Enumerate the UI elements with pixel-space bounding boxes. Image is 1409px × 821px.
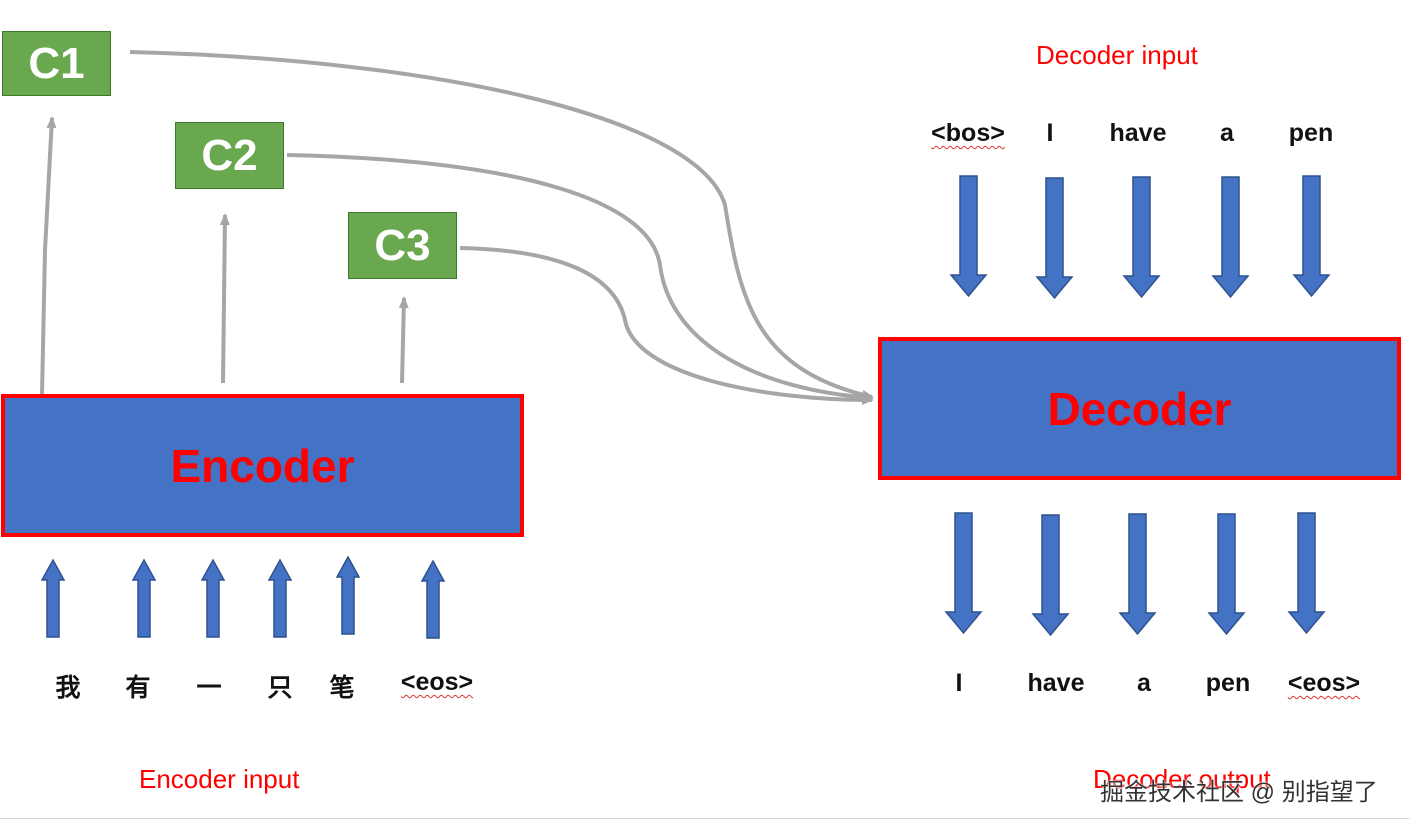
decoder-block: Decoder xyxy=(878,337,1401,480)
bottom-divider xyxy=(0,818,1409,819)
decoder-output-arrow-3 xyxy=(1118,513,1157,636)
decoder-output-token: have xyxy=(1027,669,1085,697)
encoder-input-token: 只 xyxy=(267,674,293,702)
decoder-output-caption: Decoder output xyxy=(1093,764,1271,794)
decoder-input-arrow-3 xyxy=(1122,176,1161,299)
encoder-input-token: 有 xyxy=(125,674,151,702)
encoder-block: Encoder xyxy=(1,394,524,537)
decoder-input-caption: Decoder input xyxy=(1036,40,1198,70)
decoder-input-token: I xyxy=(1046,119,1054,147)
decoder-input-arrow-2 xyxy=(1035,177,1074,300)
decoder-output-token: <eos> xyxy=(1287,669,1361,697)
decoder-output-token: pen xyxy=(1205,669,1251,697)
encoder-input-arrow-2 xyxy=(131,558,157,638)
encoder-to-c3-arrow xyxy=(398,296,409,384)
c1-to-decoder-curve xyxy=(129,50,874,400)
decoder-input-token: have xyxy=(1109,119,1167,147)
encoder-input-token: 一 xyxy=(196,674,222,702)
encoder-input-token: <eos> xyxy=(400,668,474,696)
encoder-input-token: 我 xyxy=(55,674,81,702)
decoder-output-token: a xyxy=(1137,669,1151,697)
c2-to-decoder-curve xyxy=(286,153,874,403)
decoder-input-token: <bos> xyxy=(931,119,1005,147)
context-box-c1: C1 xyxy=(2,31,111,96)
c3-to-decoder-curve xyxy=(459,246,874,405)
decoder-output-arrow-2 xyxy=(1031,514,1070,637)
decoder-input-arrow-5 xyxy=(1292,175,1331,298)
decoder-input-token: pen xyxy=(1288,119,1334,147)
encoder-input-arrow-4 xyxy=(267,558,293,638)
watermark-text: 掘金技术社区 @ 别指望了 xyxy=(1100,779,1378,806)
context-box-c2: C2 xyxy=(175,122,284,189)
encoder-input-token: 笔 xyxy=(329,674,355,702)
decoder-output-arrow-4 xyxy=(1207,513,1246,636)
decoder-input-token: a xyxy=(1220,119,1234,147)
decoder-output-token: I xyxy=(955,669,963,697)
encoder-to-c1-arrow xyxy=(40,116,57,396)
encoder-input-arrow-1 xyxy=(40,558,66,638)
context-box-c3: C3 xyxy=(348,212,457,279)
decoder-input-arrow-1 xyxy=(949,175,988,298)
decoder-input-arrow-4 xyxy=(1211,176,1250,299)
encoder-input-arrow-5 xyxy=(335,555,361,635)
encoder-input-arrow-3 xyxy=(200,558,226,638)
decoder-output-arrow-1 xyxy=(944,512,983,635)
encoder-input-arrow-6 xyxy=(420,559,446,639)
encoder-input-caption: Encoder input xyxy=(139,764,300,794)
decoder-output-arrow-5 xyxy=(1287,512,1326,635)
encoder-to-c2-arrow xyxy=(219,213,230,384)
